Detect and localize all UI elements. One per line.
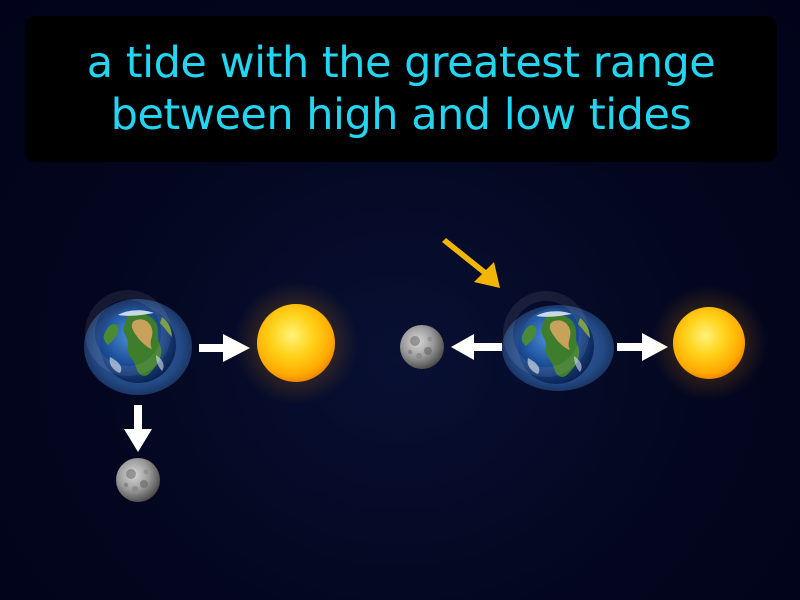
sun-icon: [234, 281, 358, 405]
pointer-arrow-icon: [436, 238, 500, 288]
sun-icon: [651, 285, 767, 401]
definition-caption: a tide with the greatest range between h…: [25, 16, 777, 162]
earth-icon: [84, 295, 192, 395]
down-arrow-icon: [124, 405, 152, 452]
moon-icon: [116, 458, 160, 502]
caption-line-1: a tide with the greatest range: [86, 38, 716, 88]
earth-icon: [502, 296, 614, 391]
moon-icon: [400, 325, 444, 369]
right-configuration: [400, 238, 767, 401]
left-arrow-icon: [451, 334, 502, 360]
left-configuration: [84, 281, 358, 502]
caption-line-2: between high and low tides: [110, 90, 692, 140]
